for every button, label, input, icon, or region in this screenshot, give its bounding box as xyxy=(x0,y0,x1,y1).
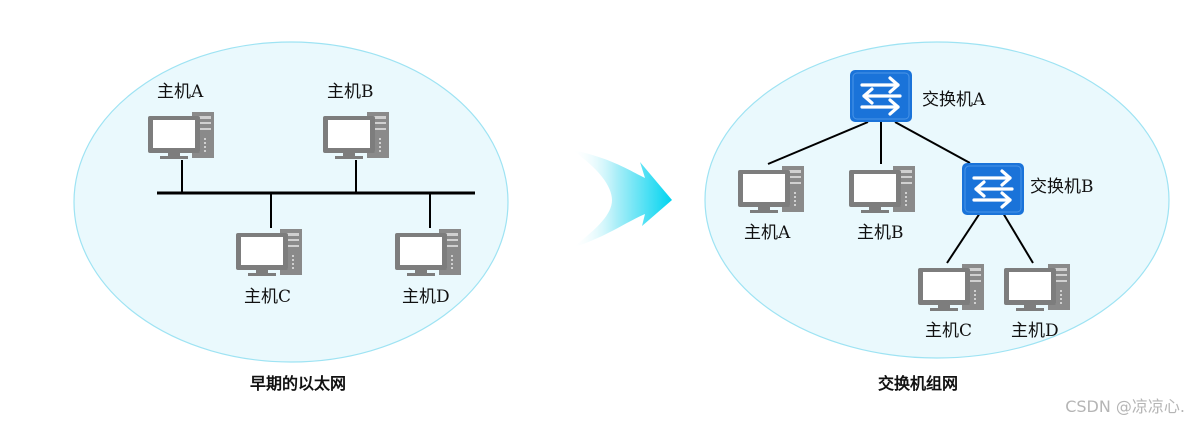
watermark: CSDN @凉凉心. xyxy=(1065,397,1185,416)
switch-b: 交换机B xyxy=(960,161,1094,217)
right-host-d: 主机D xyxy=(1004,264,1070,341)
switch-a-label: 交换机A xyxy=(922,90,986,110)
left-host-b: 主机B xyxy=(323,82,389,159)
left-host-a-label: 主机A xyxy=(157,82,204,102)
computer-icon xyxy=(395,229,461,276)
left-host-c: 主机C xyxy=(236,229,302,307)
arrow-icon xyxy=(572,150,672,248)
switch-b-label: 交换机B xyxy=(1030,177,1094,197)
left-host-c-label: 主机C xyxy=(244,287,291,307)
right-host-a-label: 主机A xyxy=(744,223,791,243)
left-host-d-label: 主机D xyxy=(402,287,450,307)
right-host-a: 主机A xyxy=(738,166,804,243)
left-ellipse xyxy=(73,41,509,363)
right-host-c-label: 主机C xyxy=(925,321,972,341)
computer-icon xyxy=(148,112,214,159)
computer-icon xyxy=(738,166,804,213)
bus-drop-lines xyxy=(181,160,431,228)
right-host-d-label: 主机D xyxy=(1011,321,1059,341)
computer-icon xyxy=(849,166,915,213)
left-host-a: 主机A xyxy=(148,82,214,159)
computer-icon xyxy=(1004,264,1070,311)
left-host-d: 主机D xyxy=(395,229,461,307)
computer-icon xyxy=(323,112,389,159)
right-host-b-label: 主机B xyxy=(857,223,904,243)
right-host-b: 主机B xyxy=(849,166,915,243)
switch-a: 交换机A xyxy=(848,68,986,124)
switch-icon xyxy=(960,161,1026,217)
switch-icon xyxy=(848,68,914,124)
right-caption: 交换机组网 xyxy=(878,374,958,393)
left-host-b-label: 主机B xyxy=(327,82,374,102)
switch-links xyxy=(767,121,1034,264)
left-caption: 早期的以太网 xyxy=(250,374,346,393)
right-host-c: 主机C xyxy=(918,264,984,341)
computer-icon xyxy=(236,229,302,276)
computer-icon xyxy=(918,264,984,311)
